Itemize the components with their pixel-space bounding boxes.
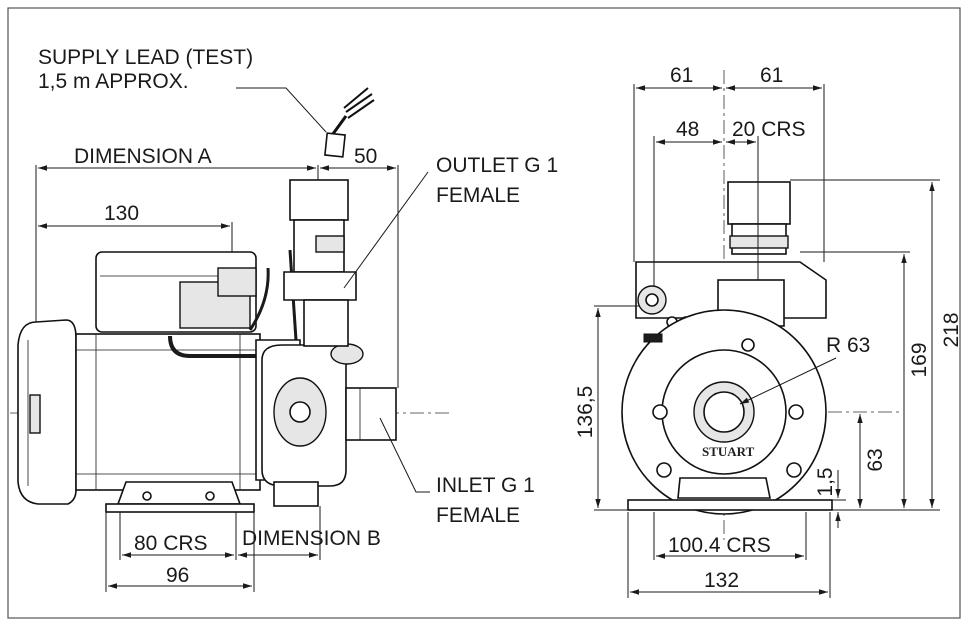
bolt-bottom-left — [656, 462, 672, 478]
outlet-port — [289, 179, 349, 221]
front-outlet-port — [727, 181, 791, 225]
dim-r63-line — [739, 357, 837, 405]
dim-20crs-label: 20 CRS — [732, 118, 806, 141]
outlet-neck — [303, 299, 349, 347]
outlet-label-2: FEMALE — [436, 184, 520, 207]
brand-label: STUART — [702, 444, 755, 459]
outlet-leader — [343, 171, 429, 289]
outlet-collar — [283, 271, 357, 301]
bleed-plug — [330, 343, 364, 365]
front-view: STUART 61 61 48 20 CRS R 63 136,5 218 — [574, 64, 961, 598]
front-base — [627, 499, 833, 511]
cable — [168, 335, 262, 358]
outlet-label-1: OUTLET G 1 — [436, 154, 558, 177]
dim-1-5-label: 1,5 — [814, 467, 837, 496]
front-foot-top — [677, 477, 771, 499]
dim-169-label: 169 — [908, 342, 931, 377]
dim-63-label: 63 — [864, 448, 887, 471]
bolt-bottom-right — [786, 462, 802, 478]
motor-body — [75, 333, 261, 491]
inlet-port — [345, 387, 397, 441]
fan-cover-hub — [29, 394, 41, 434]
dim-50-label: 50 — [354, 145, 377, 168]
dim-r63-label: R 63 — [826, 334, 870, 357]
dimension-a-label: DIMENSION A — [74, 145, 212, 168]
inlet-leader — [379, 417, 430, 493]
inlet-label-1: INLET G 1 — [436, 474, 535, 497]
dim-61-left-label: 61 — [670, 64, 693, 87]
dim-100-4crs-label: 100.4 CRS — [668, 534, 771, 557]
supply-lead-label-1: SUPPLY LEAD (TEST) — [38, 46, 253, 69]
fan-cover — [17, 319, 77, 505]
dim-80crs-label: 80 CRS — [134, 532, 208, 555]
motor-foot — [116, 481, 242, 505]
supply-lead-label-2: 1,5 m APPROX. — [38, 70, 189, 93]
dim-218-label: 218 — [940, 312, 961, 347]
dim-48-label: 48 — [676, 118, 699, 141]
cable-gland — [217, 267, 257, 297]
base-plate — [105, 503, 255, 513]
dimension-b-label: DIMENSION B — [242, 527, 381, 550]
bolt-right — [788, 404, 804, 420]
supply-lead-wires — [324, 87, 375, 158]
lead-sleeve — [324, 132, 346, 158]
bolt-left — [652, 404, 668, 420]
inlet-label-2: FEMALE — [436, 504, 520, 527]
drawing-frame — [7, 7, 961, 619]
dim-61-right-label: 61 — [760, 64, 783, 87]
dim-96-label: 96 — [166, 564, 189, 587]
cable-upper — [248, 267, 270, 331]
dim-132-label: 132 — [704, 569, 739, 592]
dim-136-5-label: 136,5 — [574, 386, 597, 439]
side-view: SUPPLY LEAD (TEST) 1,5 m APPROX. DIMENSI… — [10, 46, 558, 592]
dim-130-label: 130 — [104, 202, 139, 225]
terminal-box-inner — [179, 281, 251, 329]
supply-lead-leader — [236, 87, 327, 133]
pump-foot — [273, 481, 319, 507]
